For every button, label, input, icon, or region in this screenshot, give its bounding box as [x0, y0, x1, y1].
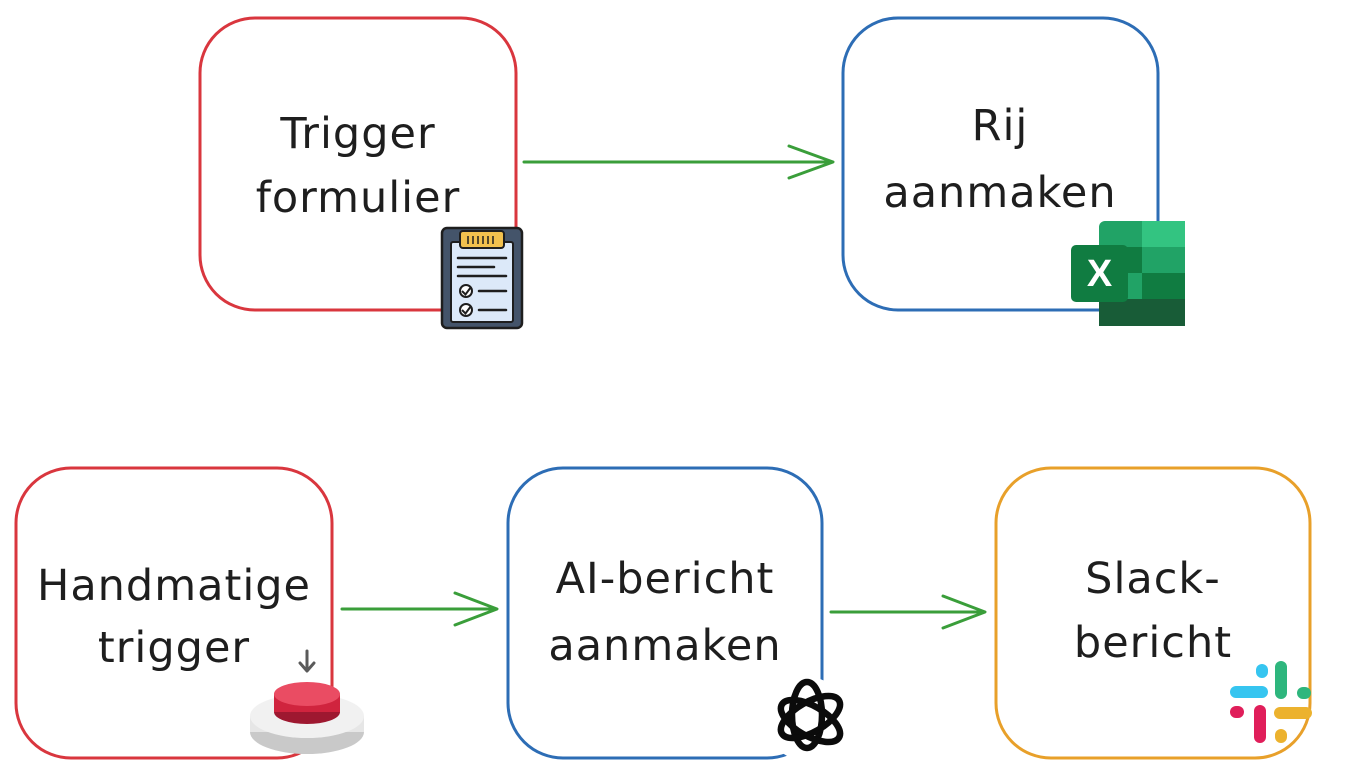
node-ai-bericht-aanmaken[interactable]: AI-bericht aanmaken	[506, 466, 824, 760]
slack-icon	[1230, 661, 1312, 743]
arrow-handmatige-trigger-to-ai-bericht	[340, 591, 499, 627]
node-rij-aanmaken[interactable]: Rij aanmaken	[841, 16, 1160, 312]
node-slack-bericht-line2: bericht	[1074, 618, 1232, 668]
node-slack-bericht-line1: Slack-	[1085, 554, 1221, 604]
node-ai-bericht-aanmaken-box	[506, 466, 824, 760]
excel-icon-letter: X	[1087, 253, 1113, 295]
node-ai-bericht-aanmaken-line1: AI-bericht	[556, 554, 775, 604]
node-handmatige-trigger-box	[14, 466, 334, 760]
openai-icon	[765, 677, 849, 761]
node-rij-aanmaken-box	[841, 16, 1160, 312]
node-trigger-formulier-line1: Trigger	[279, 109, 435, 159]
node-handmatige-trigger[interactable]: Handmatige trigger	[14, 466, 334, 760]
node-rij-aanmaken-line2: aanmaken	[883, 168, 1116, 218]
down-arrow-icon	[298, 649, 316, 673]
arrow-ai-bericht-to-slack-bericht	[829, 594, 987, 630]
node-trigger-formulier-box	[198, 16, 518, 312]
node-slack-bericht-box	[994, 466, 1312, 760]
excel-icon: X	[1071, 221, 1185, 326]
node-handmatige-trigger-line1: Handmatige	[37, 561, 311, 611]
arrow-trigger-formulier-to-rij-aanmaken	[522, 144, 835, 180]
push-button-icon	[250, 649, 364, 754]
node-rij-aanmaken-line1: Rij	[972, 101, 1029, 151]
node-trigger-formulier-line2: formulier	[256, 173, 461, 223]
node-handmatige-trigger-line2: trigger	[98, 623, 250, 673]
node-trigger-formulier[interactable]: Trigger formulier	[198, 16, 518, 312]
clipboard-checklist-icon	[440, 226, 524, 330]
node-ai-bericht-aanmaken-line2: aanmaken	[548, 621, 781, 671]
node-slack-bericht[interactable]: Slack- bericht	[994, 466, 1312, 760]
